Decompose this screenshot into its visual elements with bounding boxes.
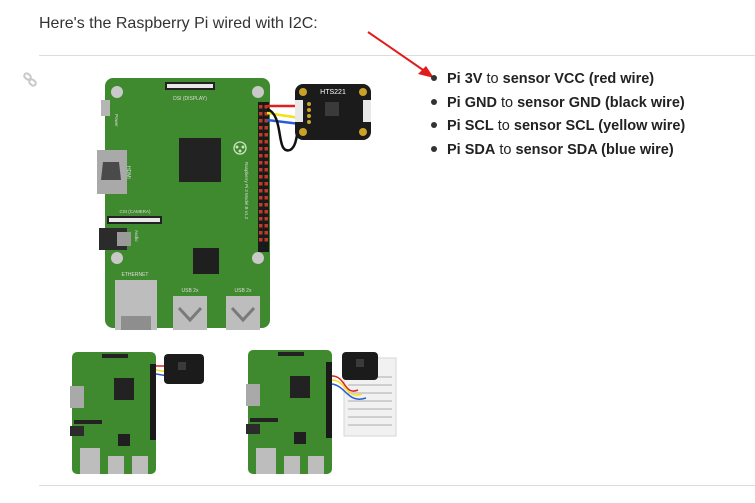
breadboard-photo-thumbnail[interactable] (246, 346, 398, 476)
arrow-icon (367, 31, 434, 78)
wire-source: Pi SDA (447, 141, 496, 158)
wire-connector: to (499, 141, 512, 158)
model-label: Raspberry Pi 3 Model B v1.2 (244, 162, 249, 220)
bullet (431, 98, 437, 105)
list-item: Pi SCL to sensor SCL (yellow wire) (428, 115, 685, 139)
wiring-photo-thumbnail[interactable] (70, 348, 210, 476)
sensor-label: HTS221 (320, 89, 346, 96)
bullet (431, 122, 437, 129)
wire-target: sensor VCC (red wire) (502, 71, 655, 87)
audio-label: Audio (134, 230, 139, 242)
ethernet-label: ETHERNET (122, 272, 149, 278)
list-item: Pi SDA to sensor SDA (blue wire) (428, 139, 685, 163)
csi-label: CSI (CAMERA) (119, 209, 151, 214)
power-label: Power (114, 114, 119, 127)
bullet (431, 75, 437, 82)
wiring-list: Pi 3V to sensor VCC (red wire) Pi GND to… (428, 68, 685, 162)
link-icon[interactable] (22, 72, 38, 88)
divider (39, 55, 755, 56)
usb-left-label: USB 2x (182, 288, 199, 294)
raspberry-logo (233, 141, 247, 155)
hdmi-label: HDMI (125, 166, 131, 179)
usb-right-label: USB 2x (235, 288, 252, 294)
bullet (431, 145, 437, 152)
wire-source: Pi 3V (447, 71, 483, 87)
divider (39, 485, 755, 486)
list-item: Pi GND to sensor GND (black wire) (428, 92, 685, 116)
wire-connector: to (500, 94, 514, 111)
wire-target: sensor SCL (yellow wire) (513, 118, 686, 134)
wire-target: sensor GND (black wire) (517, 94, 685, 111)
wiring-diagram: DSI (DISPLAY) Power HDMI Raspberry Pi 3 … (97, 78, 371, 330)
page-heading: Here's the Raspberry Pi wired with I2C: (39, 15, 318, 32)
wire-source: Pi GND (447, 94, 497, 111)
wire-connector: to (497, 118, 510, 134)
wire-source: Pi SCL (447, 118, 494, 134)
wire-connector: to (486, 71, 499, 87)
raspberry-pi-board (105, 78, 270, 328)
wire-target: sensor SDA (blue wire) (515, 141, 674, 158)
dsi-label: DSI (DISPLAY) (173, 96, 207, 102)
list-item: Pi 3V to sensor VCC (red wire) (428, 68, 685, 92)
